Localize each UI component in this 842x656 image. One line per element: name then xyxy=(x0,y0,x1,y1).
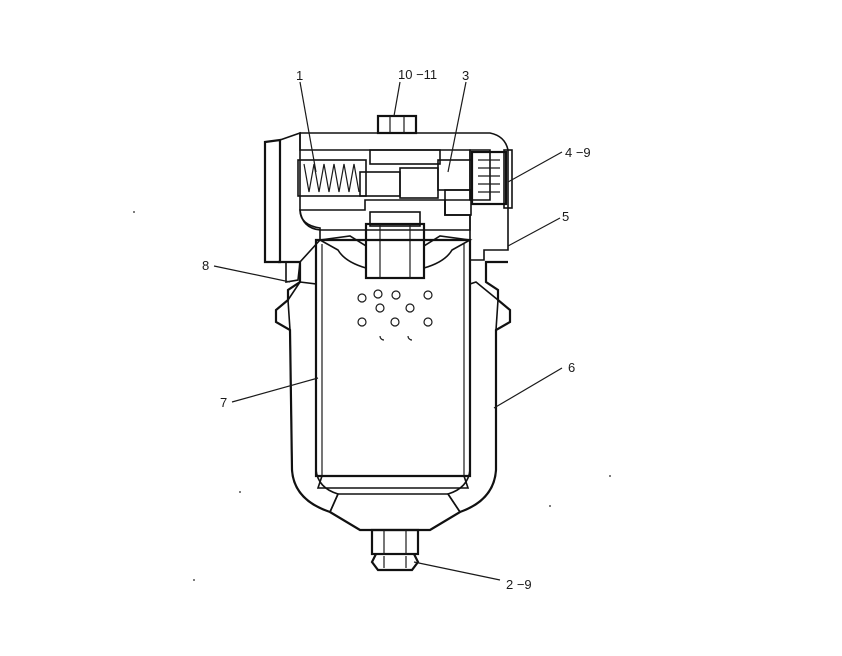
label-4-9: 4 −9 xyxy=(565,145,591,160)
label-6: 6 xyxy=(568,360,575,375)
label-7: 7 xyxy=(220,395,227,410)
perforation-holes xyxy=(357,289,433,341)
label-2-9: 2 −9 xyxy=(506,577,532,592)
top-plug xyxy=(376,114,418,135)
label-10-11: 10 −11 xyxy=(398,67,437,82)
drain-plug xyxy=(370,528,420,572)
label-8: 8 xyxy=(202,258,209,273)
relief-valve-spring xyxy=(297,159,439,199)
side-plug xyxy=(470,149,513,209)
scan-specks xyxy=(133,211,611,581)
callout-labels: 1 10 −11 3 4 −9 5 6 7 8 2 −9 xyxy=(202,67,591,592)
filter-bowl xyxy=(274,260,512,532)
label-5: 5 xyxy=(562,209,569,224)
top-channel xyxy=(369,149,473,216)
label-1: 1 xyxy=(296,68,303,83)
central-stem xyxy=(317,211,473,280)
filter-element xyxy=(314,238,472,489)
leader-lines xyxy=(213,81,563,581)
label-3: 3 xyxy=(462,68,469,83)
